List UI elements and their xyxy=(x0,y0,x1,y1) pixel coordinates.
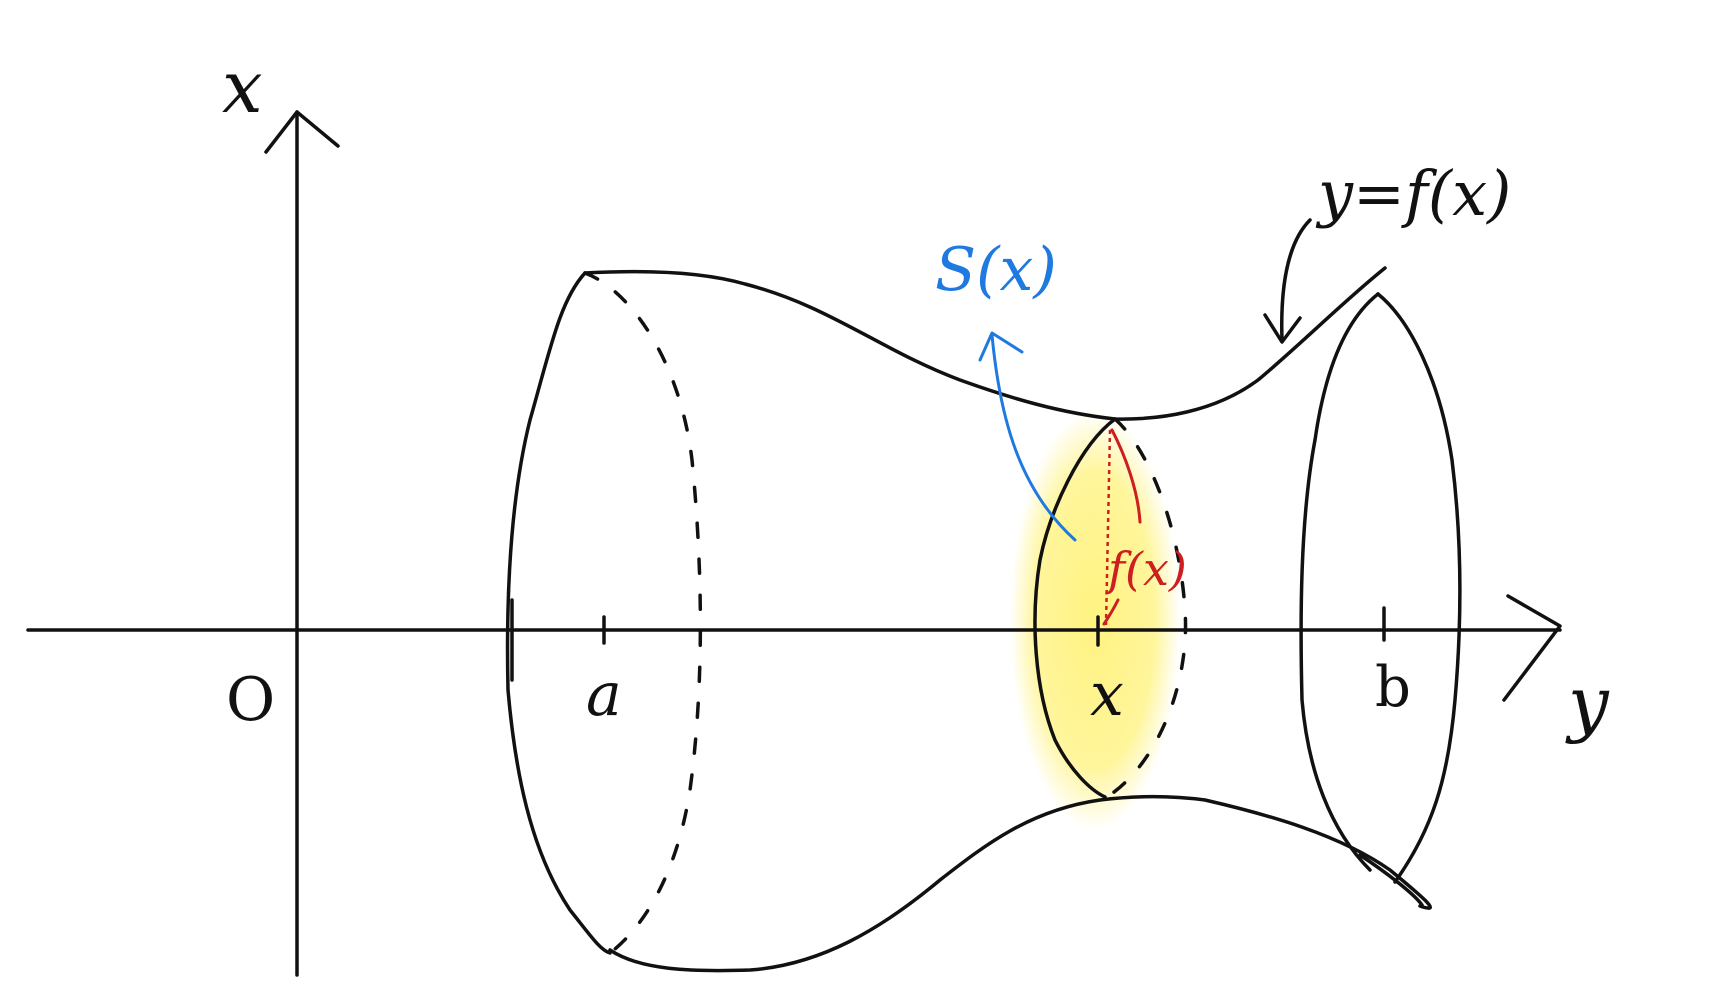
left-disk-front xyxy=(505,271,612,955)
vertical-axis xyxy=(264,110,340,977)
radius-brace-lower xyxy=(1102,598,1120,626)
vertical-axis-arrowhead xyxy=(264,110,340,154)
curve-pointer-arrowhead xyxy=(1263,313,1302,344)
radius-brace-upper xyxy=(1110,428,1142,524)
section-disk-front xyxy=(1033,417,1117,799)
lower-bound-label: a xyxy=(586,660,622,730)
radius-line xyxy=(1104,429,1112,626)
horizontal-axis-arrowhead xyxy=(1502,594,1562,702)
right-disk-front xyxy=(1299,292,1380,872)
horizontal-axis xyxy=(26,594,1562,702)
curve-pointer-arrow xyxy=(1279,218,1312,342)
origin-label: O xyxy=(226,665,275,735)
left-disk-back xyxy=(583,271,703,955)
upper-bound-label: b xyxy=(1375,655,1411,720)
radius-label: f(x) xyxy=(1105,542,1187,596)
upper-curve xyxy=(583,266,1387,421)
section-area-label: S(x) xyxy=(935,235,1057,305)
lower-curve xyxy=(608,794,1432,973)
section-area-arrow xyxy=(990,333,1077,542)
section-position-label: x xyxy=(1090,660,1124,730)
vertical-axis-label: x xyxy=(222,45,263,129)
curve-label: y=f(x) xyxy=(1315,157,1511,230)
section-area-arrowhead xyxy=(978,331,1024,362)
right-disk-back xyxy=(1376,292,1462,884)
lower-curve-tail xyxy=(1358,853,1424,907)
horizontal-axis-label: y xyxy=(1565,661,1610,745)
